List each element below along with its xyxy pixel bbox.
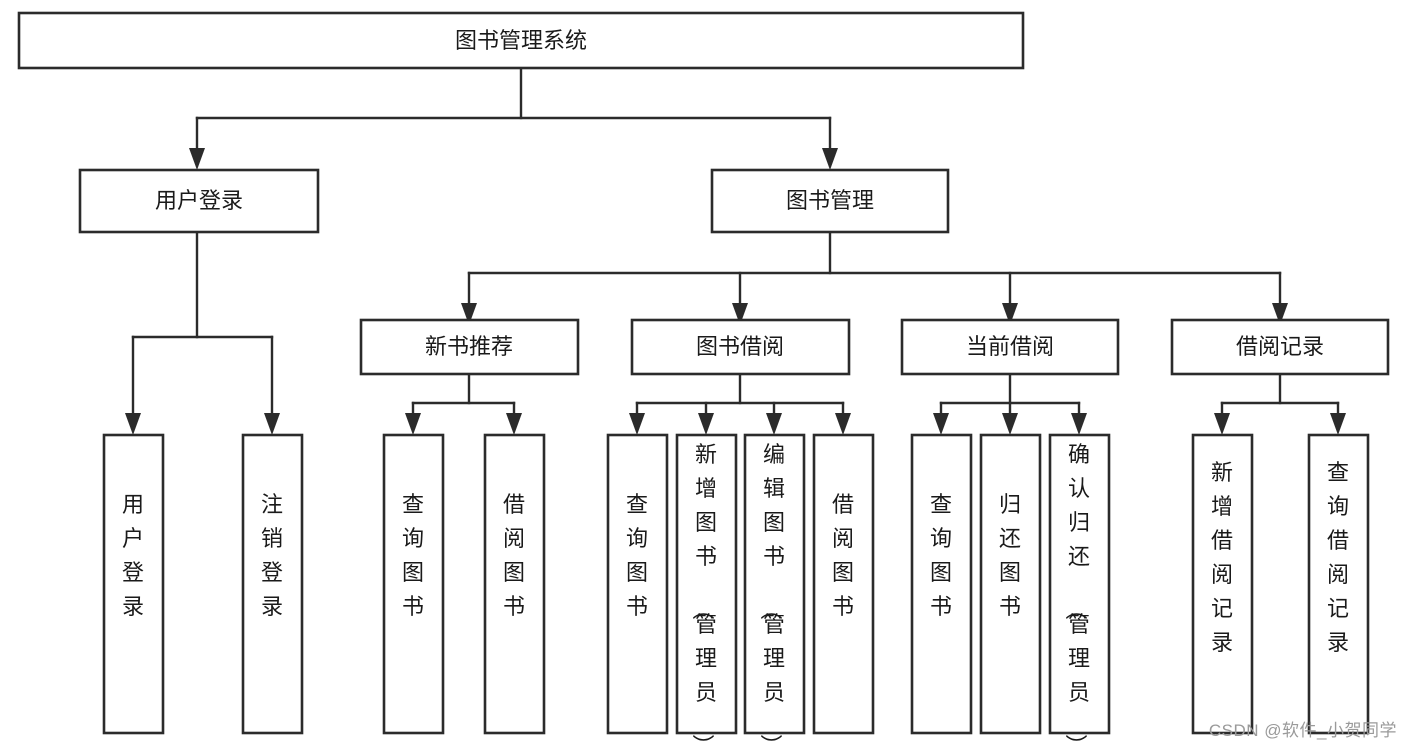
arrowhead-leaf-logout [264,413,280,435]
node-leaf-user-login-box[interactable] [102,433,165,735]
node-leaf-query-book-3-box[interactable] [910,433,973,735]
node-leaf-return-book-label: 归还图书 [999,492,1021,619]
node-leaf-query-book-2-box[interactable] [606,433,669,735]
node-leaf-logout-box[interactable] [241,433,304,735]
node-root-box[interactable] [17,11,1025,70]
arrowhead-book-borrow [732,303,748,325]
node-leaf-query-book-3-label: 查询图书 [930,492,952,619]
node-leaf-query-record-label: 查询借阅记录 [1327,460,1349,655]
arrowhead-layer [125,148,1346,435]
node-book-borrow[interactable]: 图书借阅 [630,318,851,376]
node-leaf-add-book-box[interactable] [675,433,738,735]
arrowhead-current-borrow [1002,303,1018,325]
node-book-borrow-label: 图书借阅 [696,334,784,359]
node-root[interactable]: 图书管理系统 [17,11,1025,70]
node-leaf-query-book-1-box[interactable] [382,433,445,735]
arrowhead-leaf-query-book-3 [933,413,949,435]
node-leaf-query-book-1-label: 查询图书 [402,492,424,619]
node-root-label: 图书管理系统 [455,28,587,53]
node-leaf-confirm-return-box[interactable] [1048,433,1111,735]
node-leaf-borrow-book-2[interactable]: 借阅图书 [812,433,875,735]
node-new-book-recommend-label: 新书推荐 [425,334,513,359]
node-leaf-borrow-book-2-box[interactable] [812,433,875,735]
node-leaf-confirm-return-label: 确认归还（管理员） [1063,442,1090,747]
node-leaf-return-book[interactable]: 归还图书 [979,433,1042,735]
node-leaf-query-book-2-label: 查询图书 [626,492,648,619]
node-leaf-confirm-return[interactable]: 确认归还（管理员） [1048,433,1111,747]
arrowhead-leaf-user-login [125,413,141,435]
node-borrow-record-label: 借阅记录 [1236,334,1324,359]
node-leaf-add-book[interactable]: 新增图书（管理员） [675,433,738,747]
arrowhead-leaf-return-book [1002,413,1018,435]
arrowhead-borrow-record [1272,303,1288,325]
node-current-borrow-box[interactable] [900,318,1120,376]
node-new-book-recommend[interactable]: 新书推荐 [359,318,580,376]
node-leaf-borrow-book-1[interactable]: 借阅图书 [483,433,546,735]
node-book-manage-label: 图书管理 [786,188,874,213]
node-leaf-borrow-book-1-box[interactable] [483,433,546,735]
node-book-manage-box[interactable] [710,168,950,234]
node-leaf-add-record-label: 新增借阅记录 [1211,460,1233,655]
arrowhead-leaf-add-record [1214,413,1230,435]
node-leaf-add-book-label: 新增图书（管理员） [690,442,717,747]
node-current-borrow-label: 当前借阅 [966,334,1054,359]
node-user-login-box[interactable] [78,168,320,234]
node-leaf-borrow-book-2-label: 借阅图书 [832,492,854,619]
arrowhead-user-login [189,148,205,170]
node-leaf-query-book-1[interactable]: 查询图书 [382,433,445,735]
node-book-manage[interactable]: 图书管理 [710,168,950,234]
node-leaf-query-record-box[interactable] [1307,433,1370,735]
arrowhead-book-manage [822,148,838,170]
node-leaf-user-login[interactable]: 用户登录 [102,433,165,735]
arrowhead-leaf-borrow-book-2 [835,413,851,435]
node-user-login-label: 用户登录 [155,188,243,213]
arrowhead-leaf-add-book [698,413,714,435]
node-leaf-edit-book-box[interactable] [743,433,806,735]
node-leaf-edit-book-label: 编辑图书（管理员） [758,442,785,747]
node-book-borrow-box[interactable] [630,318,851,376]
node-borrow-record[interactable]: 借阅记录 [1170,318,1390,376]
arrowhead-leaf-edit-book [766,413,782,435]
edge-layer [131,66,1340,415]
arrowhead-leaf-query-book-2 [629,413,645,435]
node-current-borrow[interactable]: 当前借阅 [900,318,1120,376]
arrowhead-new-book-recommend [461,303,477,325]
arrowhead-leaf-query-book-1 [405,413,421,435]
node-leaf-logout[interactable]: 注销登录 [241,433,304,735]
node-leaf-add-record-box[interactable] [1191,433,1254,735]
arrowhead-leaf-query-record [1330,413,1346,435]
node-user-login[interactable]: 用户登录 [78,168,320,234]
node-leaf-edit-book[interactable]: 编辑图书（管理员） [743,433,806,747]
node-leaf-query-record[interactable]: 查询借阅记录 [1307,433,1370,735]
node-borrow-record-box[interactable] [1170,318,1390,376]
node-leaf-borrow-book-1-label: 借阅图书 [503,492,525,619]
node-leaf-query-book-3[interactable]: 查询图书 [910,433,973,735]
arrowhead-leaf-borrow-book-1 [506,413,522,435]
node-new-book-recommend-box[interactable] [359,318,580,376]
node-leaf-return-book-box[interactable] [979,433,1042,735]
node-leaf-user-login-label: 用户登录 [122,492,144,619]
node-leaf-query-book-2[interactable]: 查询图书 [606,433,669,735]
arrowhead-leaf-confirm-return [1071,413,1087,435]
node-leaf-add-record[interactable]: 新增借阅记录 [1191,433,1254,735]
node-leaf-logout-label: 注销登录 [261,492,283,619]
